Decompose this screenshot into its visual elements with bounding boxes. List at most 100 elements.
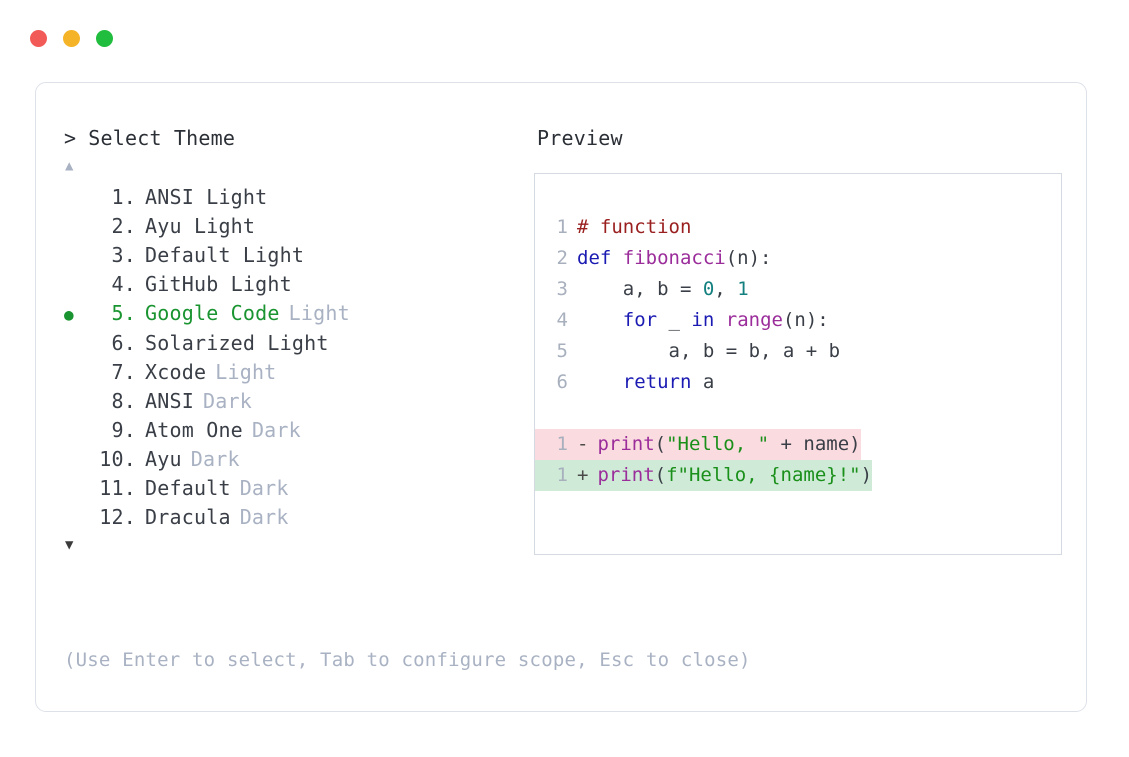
selected-bullet-icon: ●: [64, 305, 74, 324]
scroll-down-icon[interactable]: ▼: [65, 537, 74, 553]
theme-list-item[interactable]: 7. Xcode Light: [64, 358, 534, 387]
theme-item-index: 7.: [111, 360, 136, 384]
theme-item-variant: Light: [215, 360, 277, 384]
code-token: f"Hello, {name}!": [666, 464, 861, 486]
theme-list-item[interactable]: 12. Dracula Dark: [64, 503, 534, 532]
theme-item-index: 12.: [99, 505, 136, 529]
line-number: 2: [556, 247, 568, 269]
theme-list-item[interactable]: 3. Default Light: [64, 241, 534, 270]
code-token: [577, 309, 623, 331]
diff-added-line: 1+print(f"Hello, {name}!"): [535, 460, 1061, 491]
theme-item-name: Ayu: [145, 447, 182, 471]
theme-item-name: Dracula: [145, 505, 231, 529]
code-token: range: [725, 309, 783, 331]
theme-item-variant: Dark: [239, 476, 289, 500]
theme-item-name: Google Code: [145, 301, 280, 325]
card-inner: > Select Theme ▲ 1. ANSI Light 2. Ayu Light…: [36, 83, 1086, 711]
code-token: a, b = b, a + b: [577, 340, 841, 362]
diff-removed-line: 1-print("Hello, " + name): [535, 429, 1061, 460]
diff-minus-marker: -: [577, 429, 598, 460]
theme-list-item[interactable]: 2. Ayu Light: [64, 212, 534, 241]
code-line: 6 return a: [535, 367, 1061, 398]
theme-item-name: Default Light: [145, 243, 305, 267]
theme-list-column: > Select Theme ▲ 1. ANSI Light 2. Ayu Light…: [64, 125, 534, 558]
line-number: 5: [556, 340, 568, 362]
theme-item-name: GitHub Light: [145, 272, 292, 296]
prompt-caret-icon: >: [64, 126, 77, 150]
theme-list-item[interactable]: 1. ANSI Light: [64, 183, 534, 212]
code-token: def: [577, 247, 623, 269]
page-title: Select Theme: [88, 126, 236, 150]
code-token: 0: [702, 278, 715, 300]
theme-item-index: 1.: [111, 185, 136, 209]
theme-item-name: Atom One: [145, 418, 243, 442]
theme-item-variant: Dark: [251, 418, 301, 442]
theme-item-name: Ayu Light: [145, 214, 256, 238]
theme-item-name: Xcode: [145, 360, 207, 384]
theme-item-index: 5.: [111, 301, 136, 325]
code-token: return: [622, 371, 692, 393]
theme-item-name: ANSI: [145, 389, 194, 413]
code-line: 4 for _ in range(n):: [535, 305, 1061, 336]
code-token: print: [597, 464, 655, 486]
code-token: fibonacci: [622, 247, 726, 269]
theme-item-index: 10.: [99, 447, 136, 471]
code-token: 1: [737, 278, 749, 300]
code-token: # function: [577, 216, 692, 238]
theme-list-item[interactable]: 4.GitHub Light: [64, 270, 534, 299]
theme-item-name: Solarized Light: [145, 331, 329, 355]
maximize-window-button[interactable]: [96, 30, 113, 47]
theme-picker-card: > Select Theme ▲ 1. ANSI Light 2. Ayu Light…: [35, 82, 1087, 712]
code-line-text: for _ in range(n):: [577, 305, 829, 336]
line-number: 1: [535, 460, 577, 491]
theme-list-item[interactable]: 8. ANSI Dark: [64, 387, 534, 416]
code-token: _: [657, 309, 692, 331]
line-number: 1: [556, 216, 568, 238]
code-line-text: a, b = 0, 1: [577, 274, 749, 305]
code-token: in: [691, 309, 715, 331]
theme-item-variant: Dark: [239, 505, 289, 529]
code-token: ,: [714, 278, 738, 300]
code-line-text: # function: [577, 212, 691, 243]
theme-item-index: 6.: [111, 331, 136, 355]
code-token: + name): [769, 433, 861, 455]
close-window-button[interactable]: [30, 30, 47, 47]
diff-plus-marker: +: [577, 460, 598, 491]
minimize-window-button[interactable]: [63, 30, 80, 47]
theme-item-index: 2.: [111, 214, 136, 238]
scroll-up-icon[interactable]: ▲: [65, 158, 74, 174]
line-number: 3: [556, 278, 568, 300]
picker-header: > Select Theme: [64, 125, 534, 151]
code-line: 5 a, b = b, a + b: [535, 336, 1061, 367]
code-token: ): [860, 464, 873, 486]
theme-item-name: ANSI Light: [145, 185, 268, 209]
theme-item-name: Default: [145, 476, 231, 500]
window-titlebar: [30, 30, 113, 47]
code-line-text: print("Hello, " + name): [597, 429, 861, 460]
theme-item-index: 11.: [99, 476, 136, 500]
code-line: 1 # function: [535, 212, 1061, 243]
code-token: print: [597, 433, 655, 455]
theme-list-item[interactable]: 6. Solarized Light: [64, 329, 534, 358]
code-token: a, b =: [577, 278, 703, 300]
theme-item-variant: Light: [288, 301, 350, 325]
code-token: (: [654, 464, 667, 486]
code-token: [577, 371, 623, 393]
theme-item-variant: Dark: [202, 389, 252, 413]
code-token: [714, 309, 725, 331]
theme-list-item[interactable]: ● 5. Google Code Light: [64, 299, 534, 329]
theme-item-index: 3.: [111, 243, 136, 267]
code-line: 3 a, b = 0, 1: [535, 274, 1061, 305]
theme-item-index: 8.: [111, 389, 136, 413]
code-token: for: [622, 309, 658, 331]
code-spacer: [535, 398, 1061, 429]
theme-list-item[interactable]: 11. Default Dark: [64, 474, 534, 503]
code-token: "Hello, ": [666, 433, 770, 455]
